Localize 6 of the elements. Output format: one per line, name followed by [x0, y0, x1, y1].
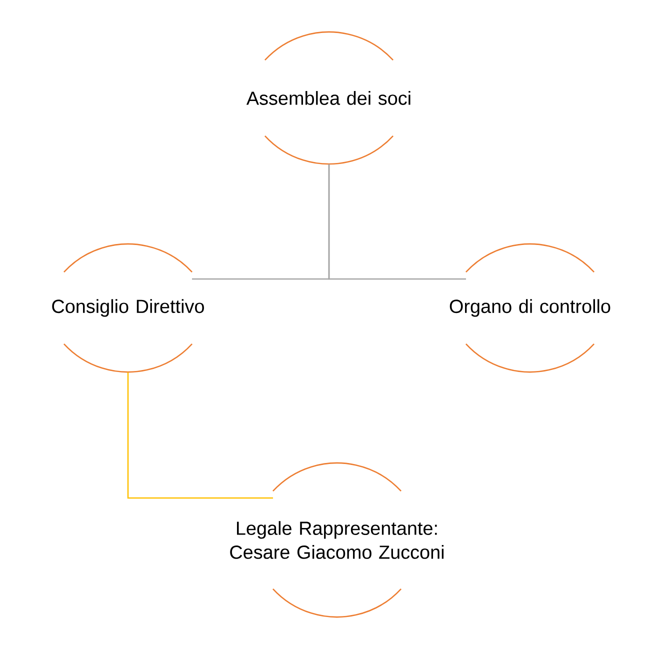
- circle-node: Assemblea dei soci: [246, 31, 410, 165]
- connector-line: [127, 372, 273, 499]
- circle-node: Legale Rappresentante: Cesare Giacomo Zucconi: [230, 462, 444, 618]
- connector-line: [328, 164, 466, 280]
- circle-node: Organo di controllo: [450, 243, 610, 373]
- circle-node: Consiglio Direttivo: [52, 243, 204, 373]
